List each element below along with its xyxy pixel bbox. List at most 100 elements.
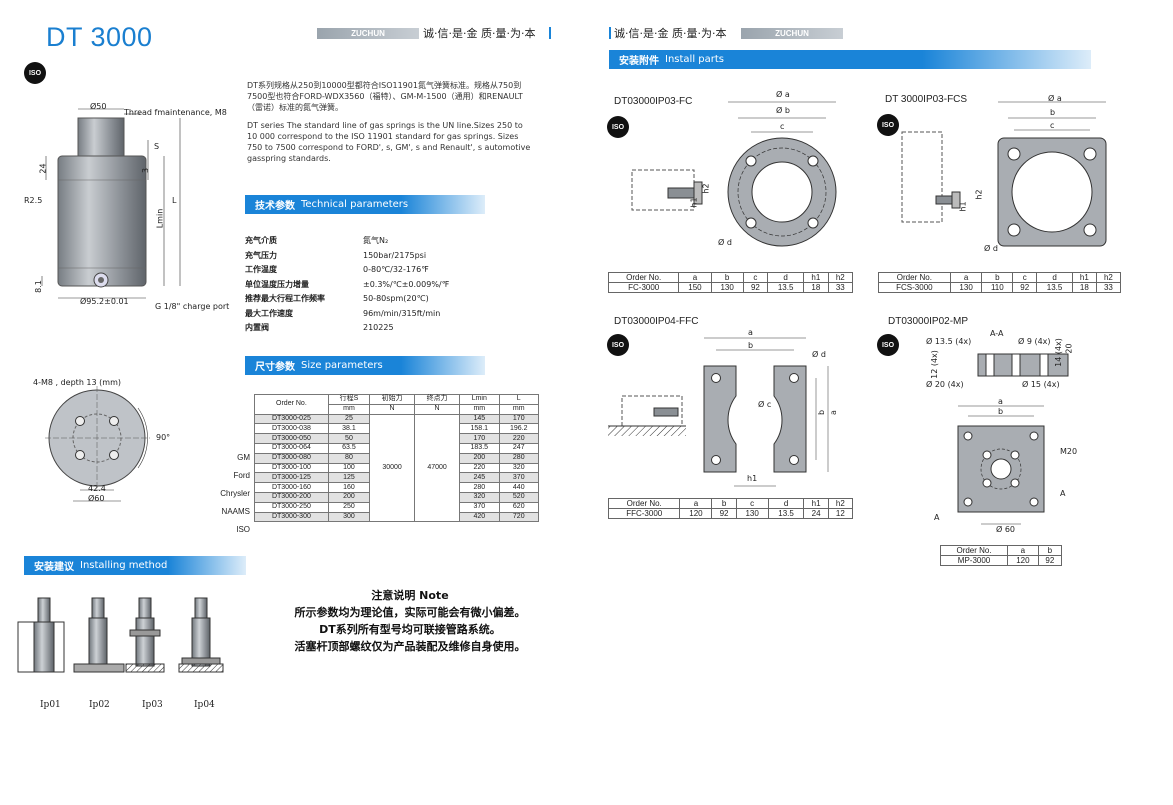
length: 720 <box>498 511 539 523</box>
lmin: 370 <box>459 501 500 513</box>
length: 247 <box>498 442 539 454</box>
size-heading-en: Size parameters <box>301 360 383 371</box>
lmin: 245 <box>459 472 500 484</box>
charge-port-label: G 1/8" charge port <box>155 302 230 311</box>
col-header: h2 <box>827 272 854 283</box>
dim-rod-diameter: Ø50 <box>90 102 107 111</box>
tech-row: 单位温度压力增量±0.3%/℃±0.009%/℉ <box>245 278 449 293</box>
cell: 130 <box>949 282 983 293</box>
cell: MP-3000 <box>939 555 1009 566</box>
mp-thread-label: M20 <box>1060 447 1078 456</box>
cell: 120 <box>1007 555 1039 566</box>
order-no: DT3000-250 <box>254 501 329 513</box>
cell: FFC-3000 <box>607 508 681 519</box>
table-row: MP-3000 120 92 <box>939 555 1063 566</box>
fc-drawing <box>631 101 837 247</box>
cell: 92 <box>742 282 769 293</box>
mp-dim-20-dia: Ø 20 (4x) <box>926 380 964 389</box>
col-header: a <box>679 498 713 509</box>
fcs-dim-h2: h2 <box>974 189 984 200</box>
dim-bolt-circle: Ø60 <box>88 494 105 503</box>
dim-3: 3 <box>141 167 151 174</box>
bottom-view-drawing <box>45 386 150 502</box>
table-row: FC-3000 150 130 92 13.5 18 33 <box>607 282 854 293</box>
order-no: DT3000-050 <box>254 433 329 444</box>
note-line: 所示参数均为理论值，实际可能会有微小偏差。 <box>294 606 526 619</box>
caption-ip03: Ip03 <box>142 700 163 710</box>
slogan: 诚·信·是·金 质·量·为·本 <box>423 27 536 40</box>
unit: N <box>369 403 416 415</box>
cell: 150 <box>678 282 712 293</box>
tech-value: 150bar/2175psi <box>363 250 427 260</box>
lmin: 170 <box>459 433 500 444</box>
tech-heading: 技术参数 Technical parameters <box>245 195 485 214</box>
mp-dim-12: 12 (4x) <box>929 350 939 379</box>
unit: N <box>414 403 461 415</box>
tech-key: 推荐最大行程工作频率 <box>245 294 325 303</box>
cell: FC-3000 <box>607 282 680 293</box>
dim-24: 24 <box>38 163 48 174</box>
standards-list: GM Ford Chrysler NAAMS ISO <box>200 453 250 543</box>
slogan: 诚·信·是·金 质·量·为·本 <box>614 27 727 40</box>
fcs-dim-d: Ø d <box>984 244 998 253</box>
thread-holes-label: 4-M8 , depth 13 (mm) <box>33 378 121 387</box>
order-no: DT3000-200 <box>254 491 329 503</box>
installing-heading-en: Installing method <box>80 560 168 571</box>
col-header: Order No. <box>254 394 329 415</box>
col-header: b <box>710 272 744 283</box>
col-header: a <box>678 272 712 283</box>
length: 280 <box>498 452 539 464</box>
col-header: Order No. <box>607 498 681 509</box>
lmin: 320 <box>459 491 500 503</box>
initial-force: 30000 <box>369 413 416 523</box>
order-no: DT3000-025 <box>254 413 329 425</box>
end-force: 47000 <box>414 413 461 523</box>
col-header: b <box>981 272 1014 283</box>
col-header: Lmin <box>459 394 500 405</box>
fcs-dim-c: c <box>1050 121 1055 130</box>
tech-value: ±0.3%/℃±0.009%/℉ <box>363 279 450 289</box>
angle-label: 90° <box>156 433 171 442</box>
mp-dim-20: 20 <box>1064 343 1074 354</box>
ffc-dim-b: b <box>748 341 754 350</box>
note-line: 活塞杆顶部螺纹仅为产品装配及维修自身使用。 <box>294 640 526 653</box>
lmin: 280 <box>459 482 500 493</box>
col-header: 终点力 <box>414 394 461 405</box>
dim-thread: Thread fmaintenance, M8 <box>124 108 227 117</box>
table-row: FCS-3000 130 110 92 13.5 18 33 <box>878 282 1122 293</box>
intro-cn: DT系列规格从250到10000型都符合ISO11901氮气弹簧标准。规格从75… <box>247 81 523 112</box>
dim-radius: R2.5 <box>24 196 43 205</box>
col-header: c <box>742 272 769 283</box>
col-header: c <box>1012 272 1038 283</box>
tech-value: 50-80spm(20℃) <box>363 294 429 303</box>
note-title: 注意说明 Note <box>371 589 449 602</box>
divider <box>549 27 551 39</box>
fcs-title: DT 3000IP03-FCS <box>885 94 968 105</box>
lmin: 158.1 <box>459 423 500 435</box>
col-header: 行程S <box>327 394 371 405</box>
stroke: 200 <box>327 491 371 503</box>
stroke: 300 <box>327 511 371 523</box>
cell: 130 <box>710 282 744 293</box>
col-header: d <box>1036 272 1073 283</box>
cell: 130 <box>735 508 769 519</box>
unit: mm <box>459 403 500 415</box>
length: 320 <box>498 462 539 474</box>
dim-stroke: S <box>154 142 160 151</box>
fc-dim-a: Ø a <box>776 90 790 99</box>
brand-logo: ZUCHUN <box>741 28 843 39</box>
cell: 92 <box>1037 555 1063 566</box>
installing-heading-cn: 安装建议 <box>34 562 74 573</box>
tech-value: 0-80℃/32-176℉ <box>363 265 429 274</box>
installing-heading: 安装建议 Installing method <box>24 556 246 575</box>
cell: 13.5 <box>1036 282 1073 293</box>
fcs-drawing <box>901 101 1107 247</box>
size-heading-cn: 尺寸参数 <box>255 362 295 373</box>
fc-dim-d: Ø d <box>718 238 732 247</box>
cell: 92 <box>1012 282 1038 293</box>
intro-en: DT series The standard line of gas sprin… <box>247 121 531 163</box>
cell: 24 <box>803 508 829 519</box>
mp-title: DT03000IP02-MP <box>888 316 969 327</box>
